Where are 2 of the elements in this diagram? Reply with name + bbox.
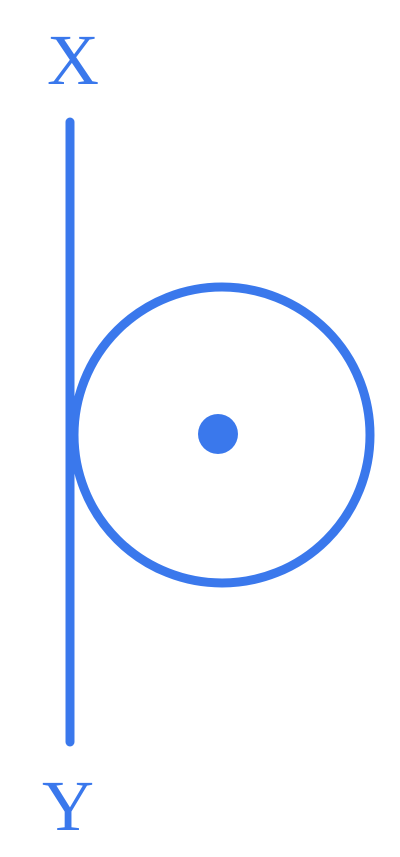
- point-label: Y: [42, 770, 94, 842]
- point-label: X: [47, 24, 99, 96]
